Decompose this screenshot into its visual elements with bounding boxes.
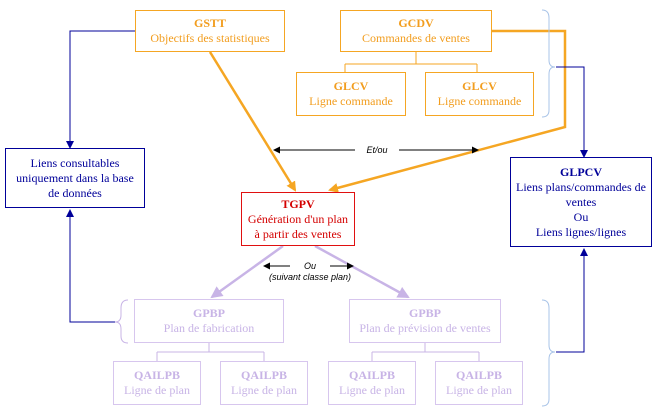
gpbp-2-subtitle: Plan de prévision de ventes [359,321,491,335]
glpcv-line1: Liens plans/commandes de ventes [516,179,646,209]
tgpv-title: TGPV [281,196,315,211]
qailpb-box-1: QAILPB Ligne de plan [113,361,201,405]
gstt-box: GSTT Objectifs des statistiques [135,10,285,52]
etou-label: Et/ou [355,145,399,155]
gstt-subtitle: Objectifs des statistiques [150,31,270,45]
qailpb-4-subtitle: Ligne de plan [446,383,512,397]
gpbp-1-title: GPBP [193,306,225,320]
glpcv-box: GLPCV Liens plans/commandes de ventes Ou… [510,157,652,247]
gcdv-subtitle: Commandes de ventes [362,31,470,45]
tgpv-box: TGPV Génération d'un plan à partir des v… [241,192,355,246]
bottom-brace-to-glpcv-arrow [556,248,588,353]
gpbp-to-liens-arrow [66,209,116,323]
qailpb-1-subtitle: Ligne de plan [124,383,190,397]
tgpv-to-gpbp-left-arrow [210,244,284,299]
gpbp-2-title: GPBP [409,306,441,320]
gpbp-1-subtitle: Plan de fabrication [163,321,255,335]
glcv-2-title: GLCV [462,79,497,93]
glcv-2-subtitle: Ligne commande [437,94,522,108]
qailpb-2-title: QAILPB [240,368,287,382]
top-brace-to-glpcv-arrow [556,66,588,158]
gpbp-box-1: GPBP Plan de fabrication [134,299,284,343]
qailpb-3-subtitle: Ligne de plan [339,383,405,397]
qailpb-box-4: QAILPB Ligne de plan [435,361,523,405]
glcv-box-2: GLCV Ligne commande [425,72,534,116]
qailpb-2-subtitle: Ligne de plan [231,383,297,397]
gpbp-box-2: GPBP Plan de prévision de ventes [349,299,501,343]
liens-consultables-text: Liens consultables uniquement dans la ba… [16,155,134,200]
glpcv-line3: Liens lignes/lignes [535,224,627,239]
qailpb-1-title: QAILPB [133,368,180,382]
gcdv-title: GCDV [398,16,434,30]
right-brace-bottom [541,299,556,407]
gcdv-to-tgpv-arrow [328,29,567,193]
liens-consultables-box: Liens consultables uniquement dans la ba… [5,148,145,208]
tgpv-to-gpbp-right-arrow [314,244,410,299]
right-brace-top [541,9,556,118]
qailpb-3-title: QAILPB [348,368,395,382]
gstt-to-liens-arrow [66,30,135,149]
qailpb-box-2: QAILPB Ligne de plan [220,361,308,405]
glpcv-line2: Ou [573,209,589,224]
ou-note-label: (suivant classe plan) [268,272,352,282]
glpcv-title: GLPCV [560,164,602,179]
left-brace-gpbp [114,299,129,344]
qailpb-4-title: QAILPB [455,368,502,382]
glcv-1-subtitle: Ligne commande [309,94,393,108]
qailpb-box-3: QAILPB Ligne de plan [328,361,416,405]
ou-label: Ou [290,261,330,271]
gstt-title: GSTT [193,16,226,30]
gstt-to-tgpv-arrow [208,51,297,192]
glcv-box-1: GLCV Ligne commande [296,72,406,116]
tgpv-subtitle: Génération d'un plan à partir des ventes [247,211,349,241]
gcdv-box: GCDV Commandes de ventes [340,10,492,52]
glcv-1-title: GLCV [333,79,369,93]
